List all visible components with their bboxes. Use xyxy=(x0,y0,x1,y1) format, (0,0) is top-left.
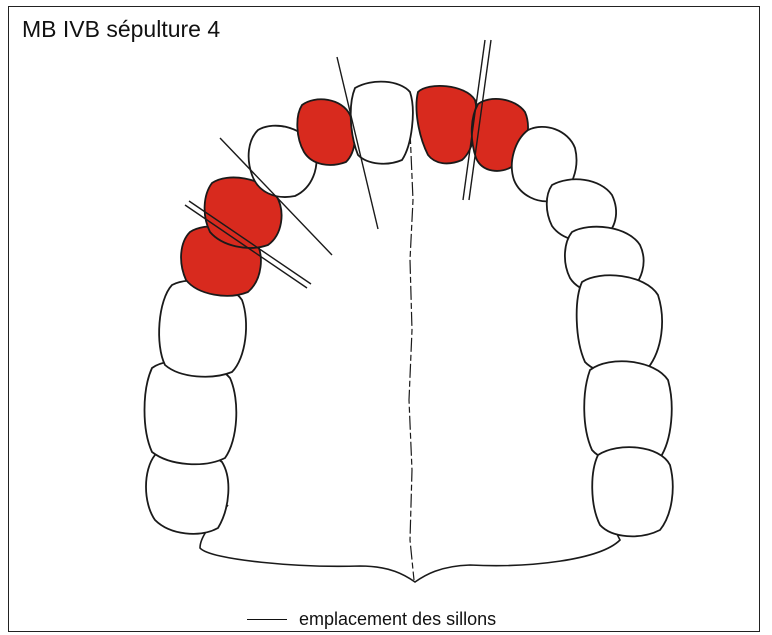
legend: emplacement des sillons xyxy=(247,606,496,632)
tooth-left-lateral-incisor xyxy=(297,99,355,165)
tooth-right-central-incisor xyxy=(416,86,476,164)
teeth-group xyxy=(145,82,673,537)
legend-label: emplacement des sillons xyxy=(299,609,496,630)
tooth-right-molar-1 xyxy=(577,275,662,374)
palate-outline xyxy=(200,505,620,582)
legend-line-swatch xyxy=(247,619,287,620)
tooth-right-molar-3 xyxy=(592,447,673,536)
palatal-midline xyxy=(409,130,414,580)
